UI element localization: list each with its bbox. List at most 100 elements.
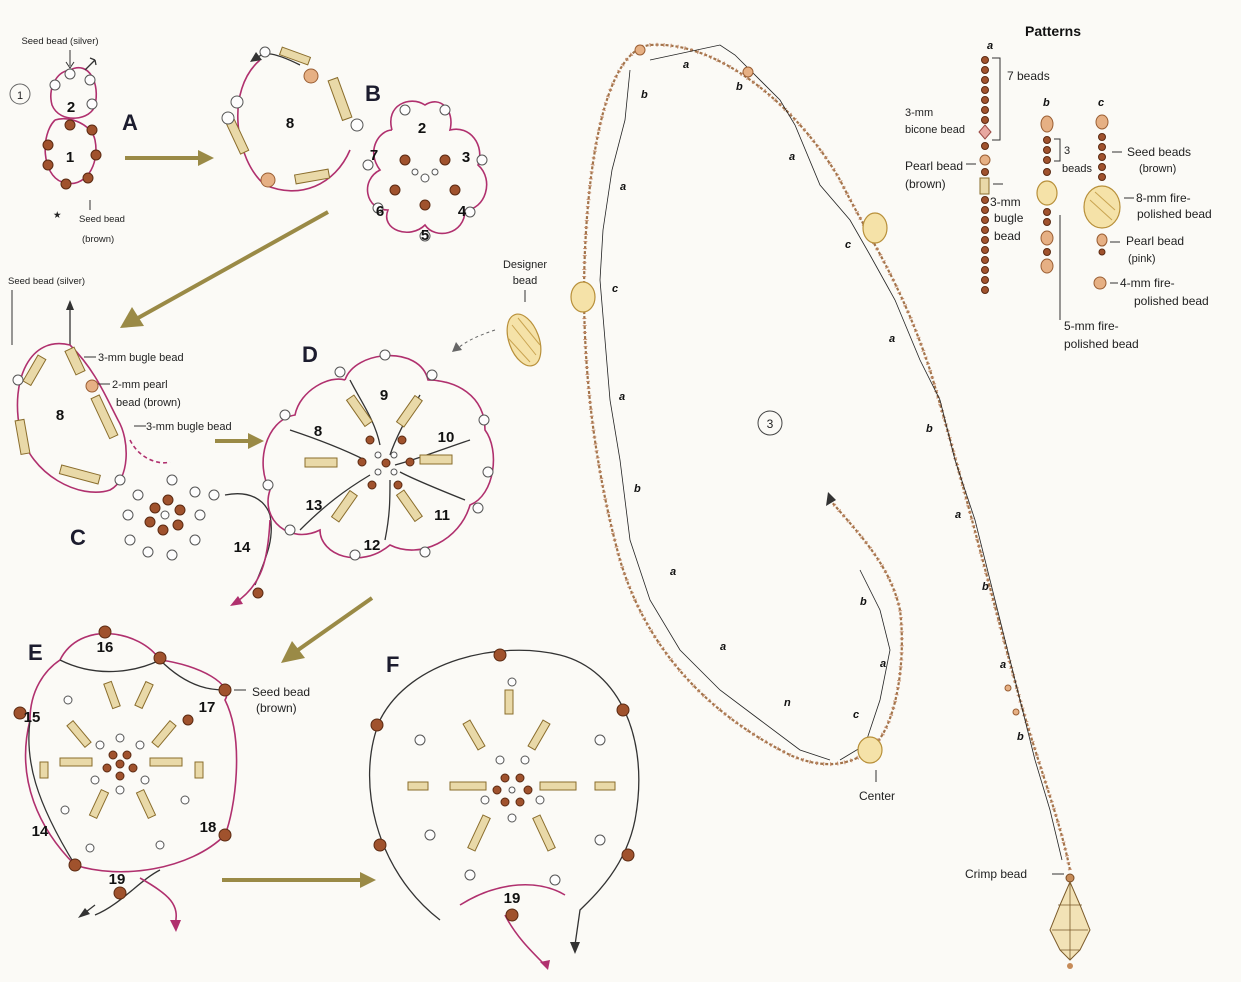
panel-d-petal-8: 8 <box>314 423 322 440</box>
fp8-label-1: 8-mm fire- <box>1136 191 1191 205</box>
bicone-label-2: bicone bead <box>905 124 965 136</box>
seg-label: a <box>955 509 961 521</box>
panel-e-number-16: 16 <box>97 639 114 656</box>
center-label: Center <box>859 789 895 803</box>
step-1-marker: 1 <box>10 84 30 104</box>
pattern-3-beads-label-1: 3 <box>1064 145 1070 157</box>
panel-c-loop-8: 8 <box>56 407 64 424</box>
seg-label: b <box>982 581 989 593</box>
arrow-c-to-d <box>215 433 264 449</box>
bugle-label-2: bugle <box>994 211 1024 225</box>
fp5-label-1: 5-mm fire- <box>1064 319 1119 333</box>
seg-label: b <box>641 89 648 101</box>
seg-label: c <box>853 709 859 721</box>
arrow-b-to-c <box>120 212 328 328</box>
fp4-label-1: 4-mm fire- <box>1120 276 1175 290</box>
necklace-diagram: a b b a a c c a a b b a a b b a n c a b … <box>571 45 1090 969</box>
pearl-brown-label-1: Pearl bead <box>905 159 963 173</box>
fp8-label-2: polished bead <box>1137 207 1212 221</box>
seed-beads-label-2: (brown) <box>1139 163 1176 175</box>
panel-a-seed-brown-label-2: (brown) <box>82 234 114 245</box>
seg-label: a <box>1000 659 1006 671</box>
panel-c-seed-silver-label: Seed bead (silver) <box>8 276 85 287</box>
pattern-b-strand <box>1037 116 1057 273</box>
panel-e-star <box>40 681 203 852</box>
panel-e-number-18: 18 <box>200 819 217 836</box>
pattern-col-c: c <box>1098 97 1104 109</box>
seg-label: c <box>612 283 618 295</box>
seg-label: a <box>720 641 726 653</box>
fp5-label-2: polished bead <box>1064 337 1139 351</box>
panel-e: E <box>14 626 310 932</box>
step-3-number: 3 <box>767 417 774 431</box>
panel-e-letter: E <box>28 640 43 665</box>
panel-d-petal-13: 13 <box>306 497 323 514</box>
bugle-label-1: 3-mm <box>990 195 1021 209</box>
arrow-a-to-b <box>125 150 214 166</box>
star-icon: ★ <box>53 210 62 221</box>
pearl-pink-label-2: (pink) <box>1128 253 1156 265</box>
panel-f-star <box>408 678 615 885</box>
arrow-e-to-f <box>222 872 376 888</box>
panel-b-petal-4: 4 <box>458 203 467 220</box>
panel-e-number-19: 19 <box>109 871 126 888</box>
panel-b-petal-5: 5 <box>421 227 429 244</box>
panel-d-petal-9: 9 <box>380 387 388 404</box>
panel-c-pearl-label-1: 2-mm pearl <box>112 379 168 391</box>
panel-c-letter: C <box>70 525 86 550</box>
panel-b-letter: B <box>365 81 381 106</box>
designer-bead-label-1: Designer <box>503 259 547 271</box>
panel-e-seed-label-1: Seed bead <box>252 685 310 699</box>
panel-a-letter: A <box>122 110 138 135</box>
seg-label: b <box>1017 731 1024 743</box>
panel-a: Seed bead (silver) 2 1 A ★ Seed bead (br… <box>21 36 138 245</box>
panel-d-flower <box>263 350 493 560</box>
panel-f-number-19: 19 <box>504 890 521 907</box>
panel-a-ring-1: 1 <box>66 149 74 166</box>
panel-d-petal-10: 10 <box>438 429 455 446</box>
panel-c-rosette <box>123 475 219 560</box>
fp4-label-2: polished bead <box>1134 294 1209 308</box>
bugle-label-3: bead <box>994 229 1021 243</box>
designer-bead: Designer bead <box>452 259 547 371</box>
panel-b-petal-2: 2 <box>418 120 426 137</box>
pattern-c-strand <box>1084 115 1120 289</box>
panel-d-petal-12: 12 <box>364 537 381 554</box>
pendant-icon <box>1050 874 1090 969</box>
panel-a-ring-2: 2 <box>67 99 75 116</box>
panel-b: 8 2 3 7 4 6 5 B <box>222 47 487 244</box>
panel-f-letter: F <box>386 652 399 677</box>
panel-c-pearl-label-2: bead (brown) <box>116 397 181 409</box>
panel-f: F <box>370 649 639 970</box>
seg-label: b <box>736 81 743 93</box>
panel-d-letter: D <box>302 342 318 367</box>
arrow-d-to-e <box>281 598 372 663</box>
seg-label: a <box>619 391 625 403</box>
patterns-legend: Patterns a b c <box>905 23 1212 351</box>
bicone-label-1: 3-mm <box>905 107 933 119</box>
designer-bead-label-2: bead <box>513 275 537 287</box>
seg-label: a <box>620 181 626 193</box>
panel-b-petal-6: 6 <box>376 203 384 220</box>
panel-c-bugle-label-2: 3-mm bugle bead <box>146 421 232 433</box>
panel-c-bugle-label-1: 3-mm bugle bead <box>98 352 184 364</box>
panel-d: D <box>263 259 547 560</box>
seg-label: c <box>845 239 851 251</box>
seg-label: b <box>926 423 933 435</box>
seg-label: b <box>860 596 867 608</box>
pattern-7-beads-label: 7 beads <box>1007 69 1050 83</box>
panel-e-seed-label-2: (brown) <box>256 701 297 715</box>
panel-e-number-15: 15 <box>24 709 41 726</box>
panel-d-petal-11: 11 <box>434 507 450 524</box>
crimp-bead-label: Crimp bead <box>965 867 1027 881</box>
panel-b-petal-3: 3 <box>462 149 470 166</box>
pattern-a-strand <box>979 57 991 294</box>
panel-a-seed-silver-label: Seed bead (silver) <box>21 36 98 47</box>
seg-label: a <box>670 566 676 578</box>
pattern-col-a: a <box>987 40 993 52</box>
seg-label: n <box>784 697 791 709</box>
pattern-col-b: b <box>1043 97 1050 109</box>
panel-b-loop-8: 8 <box>286 115 294 132</box>
